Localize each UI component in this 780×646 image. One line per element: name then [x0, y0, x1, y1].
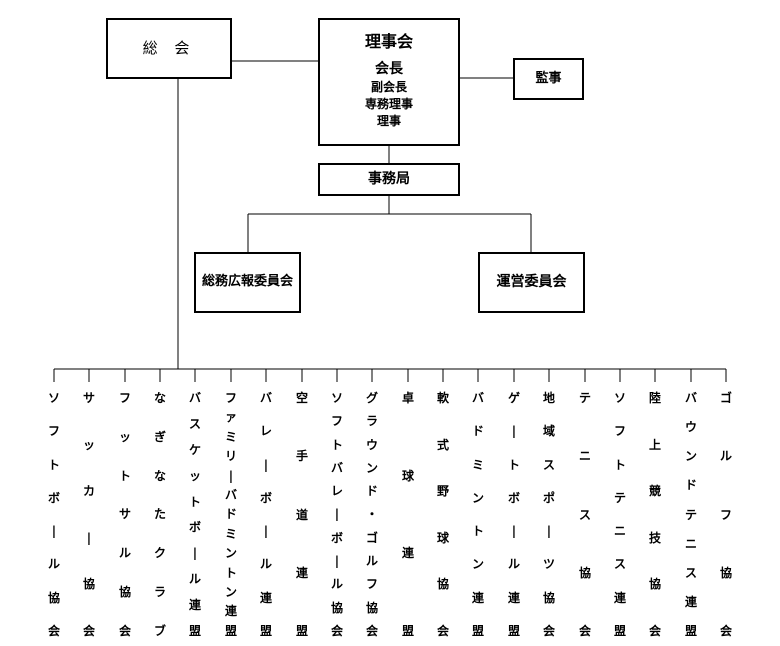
general-affairs-committee-box: 総務広報委員会: [194, 252, 301, 313]
member-association: サッカ|協会: [82, 391, 95, 638]
member-association: なぎなたクラブ: [153, 391, 166, 638]
member-association: バスケットボ|ル連盟: [188, 391, 201, 638]
member-association: テニス協会: [578, 391, 591, 638]
auditor-label: 監事: [535, 70, 562, 86]
board-of-directors-box: 理事会 会長 副会長 専務理事 理事: [318, 18, 460, 146]
member-association: ソフトボ|ル協会: [47, 391, 60, 638]
member-association: 地域スポ|ツ協会: [542, 391, 555, 638]
member-association: バレ|ボ|ル連盟: [259, 391, 272, 638]
member-association: ゴルフ協会: [719, 391, 732, 638]
member-association: 陸上競技協会: [648, 391, 661, 638]
member-association: 卓球連盟: [401, 391, 414, 638]
member-association: バドミントン連盟: [471, 391, 484, 638]
general-assembly-box: 総 会: [106, 18, 232, 79]
auditor-box: 監事: [513, 58, 584, 100]
board-title: 理事会: [364, 32, 413, 51]
member-association: バウンドテニス連盟: [684, 391, 697, 638]
member-association: 空手道連盟: [295, 391, 308, 638]
general-affairs-committee-label: 総務広報委員会: [201, 274, 293, 290]
operations-committee-box: 運営委員会: [478, 252, 585, 313]
member-association: グラウンド・ゴルフ協会: [365, 391, 378, 638]
secretariat-box: 事務局: [318, 163, 460, 196]
operations-committee-label: 運営委員会: [496, 273, 567, 290]
board-role-vice-chairman: 副会長: [370, 79, 407, 94]
member-association: ゲ|トボ|ル連盟: [507, 391, 520, 638]
member-association: 軟式野球協会: [436, 391, 449, 638]
member-association: フットサル協会: [118, 391, 131, 638]
member-association: ソフトテニス連盟: [613, 391, 626, 638]
secretariat-label: 事務局: [368, 170, 410, 187]
member-association: ファミリ|バドミントン連盟: [224, 391, 237, 638]
general-assembly-label: 総 会: [142, 39, 196, 58]
board-role-chairman: 会長: [375, 61, 403, 77]
member-association: ソフトバレ|ボ|ル協会: [330, 391, 343, 638]
board-role-executive-director: 専務理事: [364, 96, 413, 111]
board-role-director: 理事: [376, 113, 401, 128]
